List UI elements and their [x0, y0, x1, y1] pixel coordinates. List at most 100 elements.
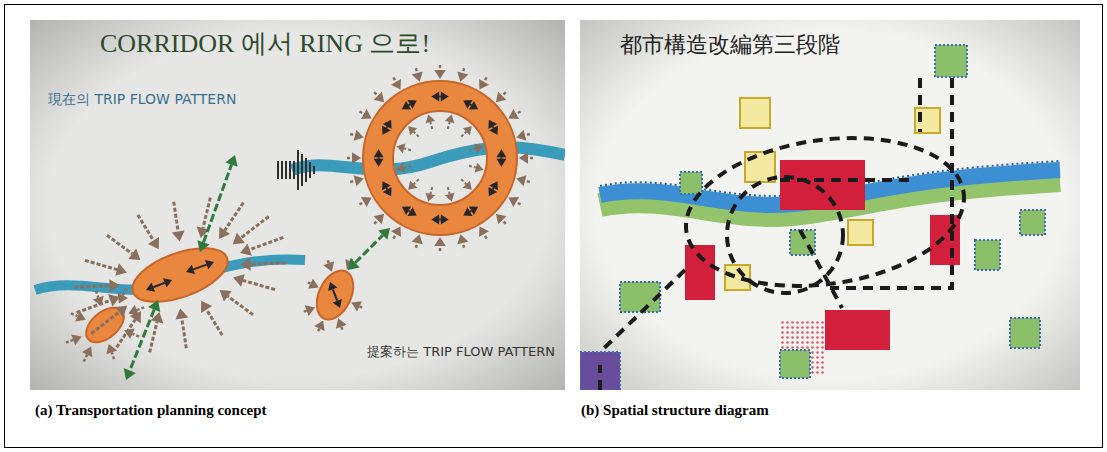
dashed-line — [780, 178, 915, 182]
photo-vignette — [580, 20, 1080, 390]
arrow-head — [172, 231, 185, 242]
arrow-head — [351, 301, 362, 311]
flow-arrow — [207, 310, 223, 336]
arrow-head — [240, 244, 252, 256]
dashed-line — [800, 230, 842, 308]
flow-arrow — [404, 166, 411, 168]
purple-block — [580, 352, 620, 390]
flow-arrow — [225, 203, 244, 231]
flow-arrow — [241, 217, 269, 238]
flow-arrow — [469, 166, 476, 168]
green-block — [620, 282, 660, 312]
arrow-head — [163, 278, 172, 287]
arrow-head — [469, 206, 478, 215]
dashed-line — [830, 78, 952, 288]
arrow-head — [354, 130, 364, 141]
flow-arrow — [516, 112, 520, 115]
arrow-head — [220, 290, 232, 301]
ring-band — [378, 96, 502, 220]
arrow-head — [82, 347, 92, 358]
arrow-head — [383, 187, 392, 196]
flow-arrow — [117, 320, 136, 348]
flow-arrow — [439, 65, 442, 70]
arrow-head — [219, 227, 230, 239]
flow-arrow — [355, 235, 383, 263]
dashed-line — [600, 270, 685, 352]
flow-arrow — [138, 215, 154, 241]
arrow-head — [412, 72, 423, 82]
red-block — [780, 160, 865, 210]
arrow-head — [361, 109, 372, 119]
photo-vignette — [30, 20, 565, 390]
flow-arrow — [430, 122, 432, 129]
corridor-blob — [125, 237, 234, 313]
flow-arrow — [318, 329, 319, 332]
flow-arrow — [123, 288, 126, 295]
arrow-head — [197, 240, 209, 252]
arrow-head — [496, 92, 506, 102]
green-block — [975, 240, 1000, 270]
arrow-head — [402, 101, 411, 110]
flow-arrow — [304, 311, 307, 312]
arrow-head — [118, 293, 128, 304]
flow-arrow — [350, 181, 355, 182]
green-block — [1020, 210, 1045, 235]
flow-arrow — [96, 291, 98, 298]
arrow-head — [488, 120, 497, 129]
poster-title: CORRIDOR 에서 RING 으로! — [100, 28, 430, 59]
text-slot: (b) Spatial structure diagram — [581, 401, 769, 419]
flow-arrow — [150, 322, 157, 353]
arrow-head — [314, 320, 324, 331]
dashed-line — [598, 365, 602, 390]
arrow-head — [489, 181, 498, 190]
arrow-head — [479, 226, 489, 237]
arrow-head — [71, 334, 81, 345]
flow-arrow — [347, 157, 352, 160]
flow-arrow — [448, 122, 450, 129]
flow-arrow — [132, 334, 139, 337]
flow-arrow — [414, 132, 419, 137]
arrow-head — [361, 197, 372, 207]
arrow-head — [354, 175, 364, 186]
arrow-head — [374, 159, 384, 167]
figure-caption: (b) Spatial structure diagram — [581, 401, 769, 419]
flow-arrow — [91, 312, 119, 333]
arrow-head — [519, 152, 528, 164]
flow-arrow — [112, 352, 114, 359]
arrow-head — [508, 109, 519, 119]
text-slot: 提案하는 TRIP FLOW PATTERN — [367, 342, 555, 360]
flow-arrow — [528, 157, 533, 160]
arrow-head — [336, 318, 347, 328]
flow-arrow — [359, 202, 363, 205]
flow-arrow — [250, 237, 284, 249]
pattern-label: 現在의 TRIP FLOW PATTERN — [48, 91, 236, 108]
flow-arrow — [502, 220, 506, 224]
arrow-head — [431, 214, 439, 224]
ring-edge — [393, 111, 487, 205]
flow-arrow — [174, 202, 178, 232]
flow-arrow — [74, 286, 109, 287]
flow-arrow — [341, 327, 342, 330]
arrow-head — [115, 306, 127, 317]
green-block — [935, 45, 967, 77]
flow-arrow — [463, 243, 464, 248]
arrow-head — [124, 368, 136, 380]
concept-photo — [30, 20, 565, 390]
arrow-head — [186, 265, 195, 274]
arrow-head — [333, 299, 342, 308]
arrow-head — [233, 233, 245, 244]
text-slot: CORRIDOR 에서 RING 으로! — [100, 28, 430, 59]
text-slot: 都市構造改編第三段階 — [620, 32, 840, 58]
flow-arrow — [469, 148, 476, 150]
red-block — [930, 215, 960, 265]
arrow-head — [240, 258, 250, 271]
flow-arrow — [359, 306, 362, 307]
flow-arrow — [130, 309, 154, 370]
flow-arrow — [66, 340, 73, 343]
flow-arrow — [374, 220, 378, 224]
flow-arrow — [203, 165, 231, 243]
photo-ground — [580, 20, 1080, 390]
flow-arrow — [394, 77, 397, 81]
flow-arrow — [107, 235, 132, 254]
arrow-head — [391, 79, 401, 90]
